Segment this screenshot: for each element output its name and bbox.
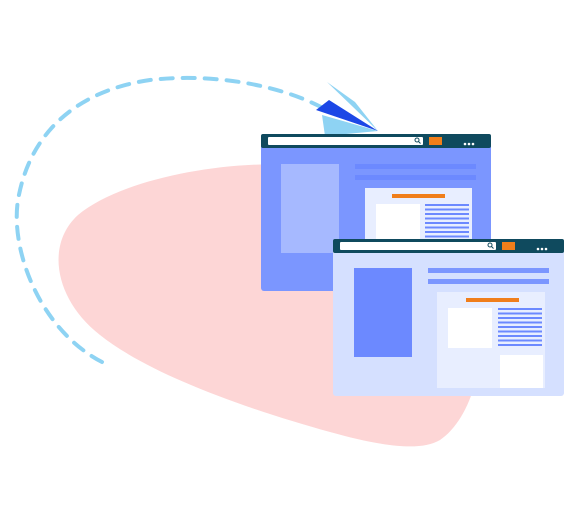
back-window-search-field bbox=[268, 137, 423, 145]
front-window-hero-panel bbox=[354, 268, 412, 357]
search-icon bbox=[487, 242, 494, 249]
back-window-hero-panel bbox=[281, 164, 339, 253]
paper-plane-icon bbox=[316, 82, 378, 136]
front-window-card-text-lines bbox=[498, 308, 542, 346]
search-icon bbox=[414, 137, 421, 144]
back-window-orange-button bbox=[429, 137, 442, 145]
back-window-card-tile bbox=[376, 204, 420, 242]
back-window-subheading-line bbox=[355, 175, 476, 180]
back-window-heading-line bbox=[355, 164, 476, 169]
back-window-card-text-lines bbox=[425, 204, 469, 238]
front-window-heading-line bbox=[428, 268, 549, 273]
more-dots-icon bbox=[536, 247, 548, 251]
front-window-subheading-line bbox=[428, 279, 549, 284]
front-browser-window bbox=[333, 239, 564, 396]
front-window-search-field bbox=[340, 242, 496, 250]
front-window-card-tile bbox=[448, 308, 492, 348]
more-dots-icon bbox=[463, 142, 475, 146]
front-window-card-tile-lower bbox=[500, 355, 543, 388]
front-window-orange-button bbox=[502, 242, 515, 250]
dashed-flight-path bbox=[14, 75, 332, 364]
back-window-card-title bbox=[392, 194, 445, 198]
front-window-card-title bbox=[466, 298, 519, 302]
